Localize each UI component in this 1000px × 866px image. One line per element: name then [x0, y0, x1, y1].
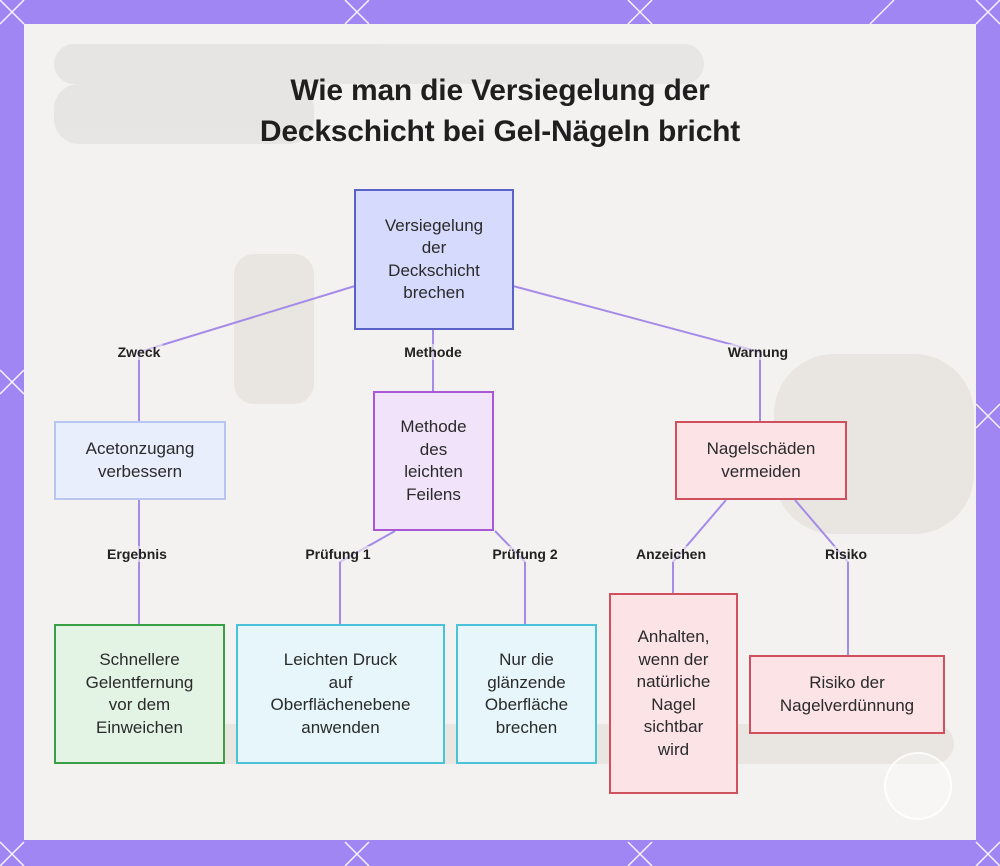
node-stop-natural-nail: Anhalten, wenn der natürliche Nagel sich…	[609, 593, 738, 794]
edge-label-purpose: Zweck	[115, 344, 163, 360]
node-root-label: Versiegelung der Deckschicht brechen	[384, 215, 484, 303]
logo-watermark	[884, 752, 952, 820]
diagram-title: Wie man die Versiegelung der Deckschicht…	[150, 70, 850, 152]
node-stop-natural-nail-label: Anhalten, wenn der natürliche Nagel sich…	[636, 627, 711, 759]
node-acetone-access-label: Acetonzugang verbessern	[85, 439, 195, 481]
node-filing-method: Methode des leichten Feilens	[373, 391, 494, 531]
edge-label-method: Methode	[402, 344, 464, 360]
edge-label-risk: Risiko	[822, 546, 870, 562]
node-thinning-risk-label: Risiko der Nagelverdünnung	[779, 673, 915, 715]
node-shiny-surface: Nur die glänzende Oberfläche brechen	[456, 624, 597, 764]
node-root: Versiegelung der Deckschicht brechen	[354, 189, 514, 330]
node-avoid-damage: Nagelschäden vermeiden	[675, 421, 847, 500]
node-light-pressure: Leichten Druck auf Oberflächenebene anwe…	[236, 624, 445, 764]
node-shiny-surface-label: Nur die glänzende Oberfläche brechen	[484, 650, 569, 737]
edge-label-signs: Anzeichen	[633, 546, 709, 562]
node-acetone-access: Acetonzugang verbessern	[54, 421, 226, 500]
node-filing-method-label: Methode des leichten Feilens	[400, 417, 467, 504]
node-faster-removal-label: Schnellere Gelentfernung vor dem Einweic…	[85, 650, 194, 737]
edge-label-result: Ergebnis	[105, 546, 169, 562]
edge-label-check-2: Prüfung 2	[490, 546, 560, 562]
node-light-pressure-label: Leichten Druck auf Oberflächenebene anwe…	[270, 650, 411, 737]
edge-label-check-1: Prüfung 1	[303, 546, 373, 562]
node-faster-removal: Schnellere Gelentfernung vor dem Einweic…	[54, 624, 225, 764]
title-line-1: Wie man die Versiegelung der	[290, 74, 710, 107]
node-avoid-damage-label: Nagelschäden vermeiden	[706, 439, 816, 481]
edge-label-warning: Warnung	[725, 344, 791, 360]
title-line-2: Deckschicht bei Gel-Nägeln bricht	[259, 115, 741, 148]
node-thinning-risk: Risiko der Nagelverdünnung	[749, 655, 945, 734]
